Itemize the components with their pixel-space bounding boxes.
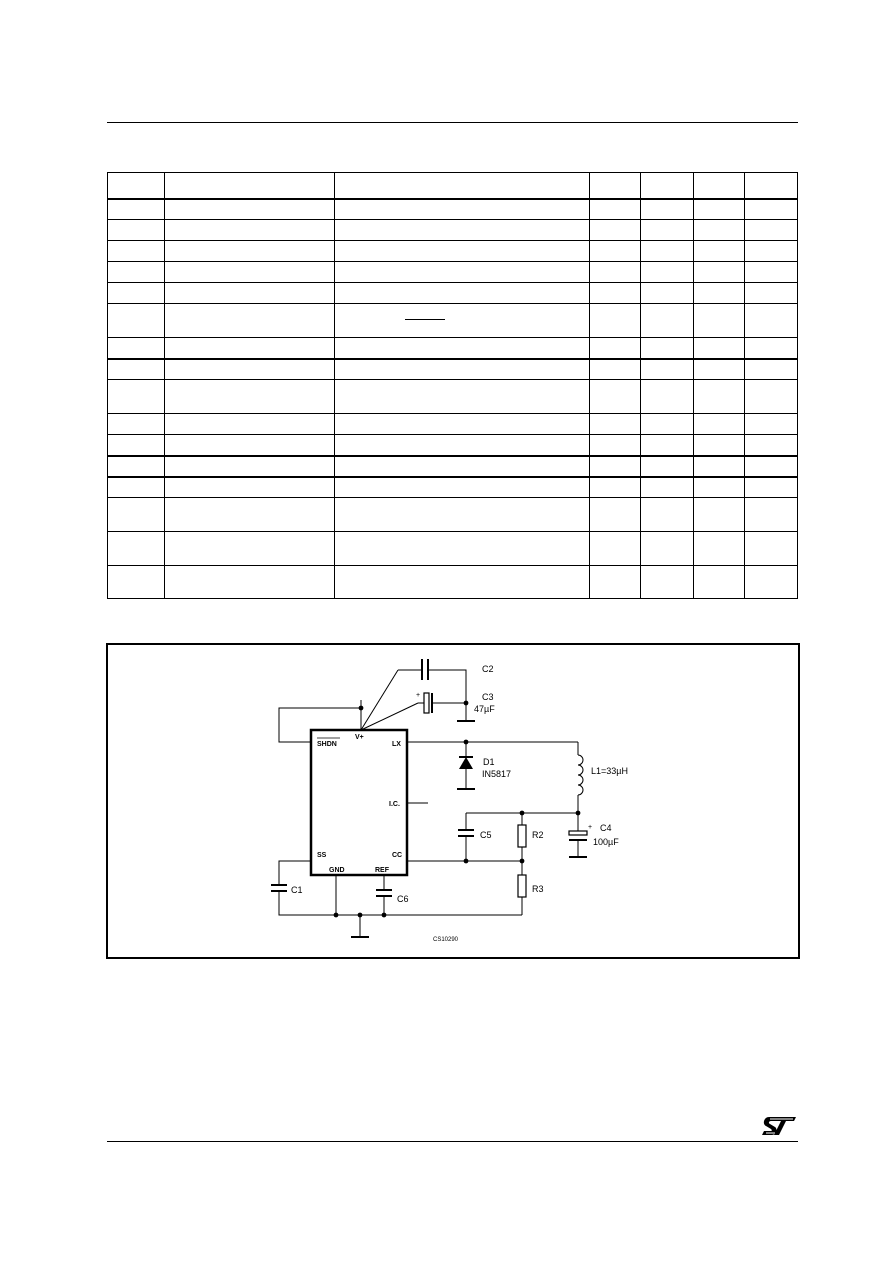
- table-row: [107, 358, 798, 380]
- overbar-mark: [405, 319, 445, 320]
- label-c4: C4: [600, 823, 612, 833]
- shdn-wire: [278, 707, 362, 743]
- label-d1-part: IN5817: [482, 769, 511, 779]
- resistor-r3: [517, 874, 527, 898]
- table-header-row: [107, 172, 798, 200]
- application-circuit-figure: + + SHDN V+ LX I.C. SS CC GND REF C2 C3 …: [106, 643, 800, 959]
- label-c3: C3: [482, 692, 494, 702]
- table-row: [107, 434, 798, 457]
- pin-ref: REF: [375, 867, 390, 874]
- table-row: [107, 261, 798, 283]
- pin-ss: SS: [317, 852, 327, 859]
- table-row: [107, 565, 798, 599]
- table-row: [107, 240, 798, 262]
- figure-code: CS10290: [433, 937, 459, 943]
- svg-text:+: +: [416, 692, 420, 699]
- label-l1: L1=33µH: [591, 766, 628, 776]
- footer-rule: [107, 1141, 798, 1142]
- diode-d1: [459, 757, 473, 769]
- label-r2: R2: [532, 830, 544, 840]
- junction-dots: [333, 700, 581, 918]
- resistor-r2: [517, 824, 527, 848]
- pin-lx: LX: [392, 741, 401, 748]
- table-row: [107, 337, 798, 360]
- label-c4-value: 100µF: [593, 837, 619, 847]
- pin-ic: I.C.: [389, 801, 400, 808]
- pin-shdn: SHDN: [317, 741, 337, 748]
- circuit-diagram: + + SHDN V+ LX I.C. SS CC GND REF C2 C3 …: [271, 659, 628, 943]
- table-row: [107, 497, 798, 532]
- label-c1: C1: [291, 885, 303, 895]
- table-row: [107, 531, 798, 566]
- label-c5: C5: [480, 830, 492, 840]
- st-logo-icon: [762, 1117, 796, 1135]
- c3-capacitor: [423, 692, 430, 714]
- table-row: [107, 282, 798, 304]
- header-rule: [107, 122, 798, 123]
- label-c6: C6: [397, 894, 409, 904]
- inductor-l1: [577, 754, 584, 796]
- label-c2: C2: [482, 664, 494, 674]
- label-d1: D1: [483, 757, 495, 767]
- electrical-characteristics-table: [107, 172, 798, 599]
- pin-vplus: V+: [355, 734, 364, 741]
- table-row: [107, 413, 798, 435]
- pin-cc: CC: [392, 852, 402, 859]
- svg-text:+: +: [588, 824, 592, 831]
- table-row: [107, 476, 798, 498]
- label-c3-value: 47µF: [474, 704, 495, 714]
- table-row: [107, 219, 798, 241]
- table-row: [107, 303, 798, 338]
- table-row: [107, 379, 798, 414]
- table-row: [107, 455, 798, 478]
- label-r3: R3: [532, 884, 544, 894]
- pin-gnd: GND: [329, 867, 345, 874]
- table-row: [107, 198, 798, 220]
